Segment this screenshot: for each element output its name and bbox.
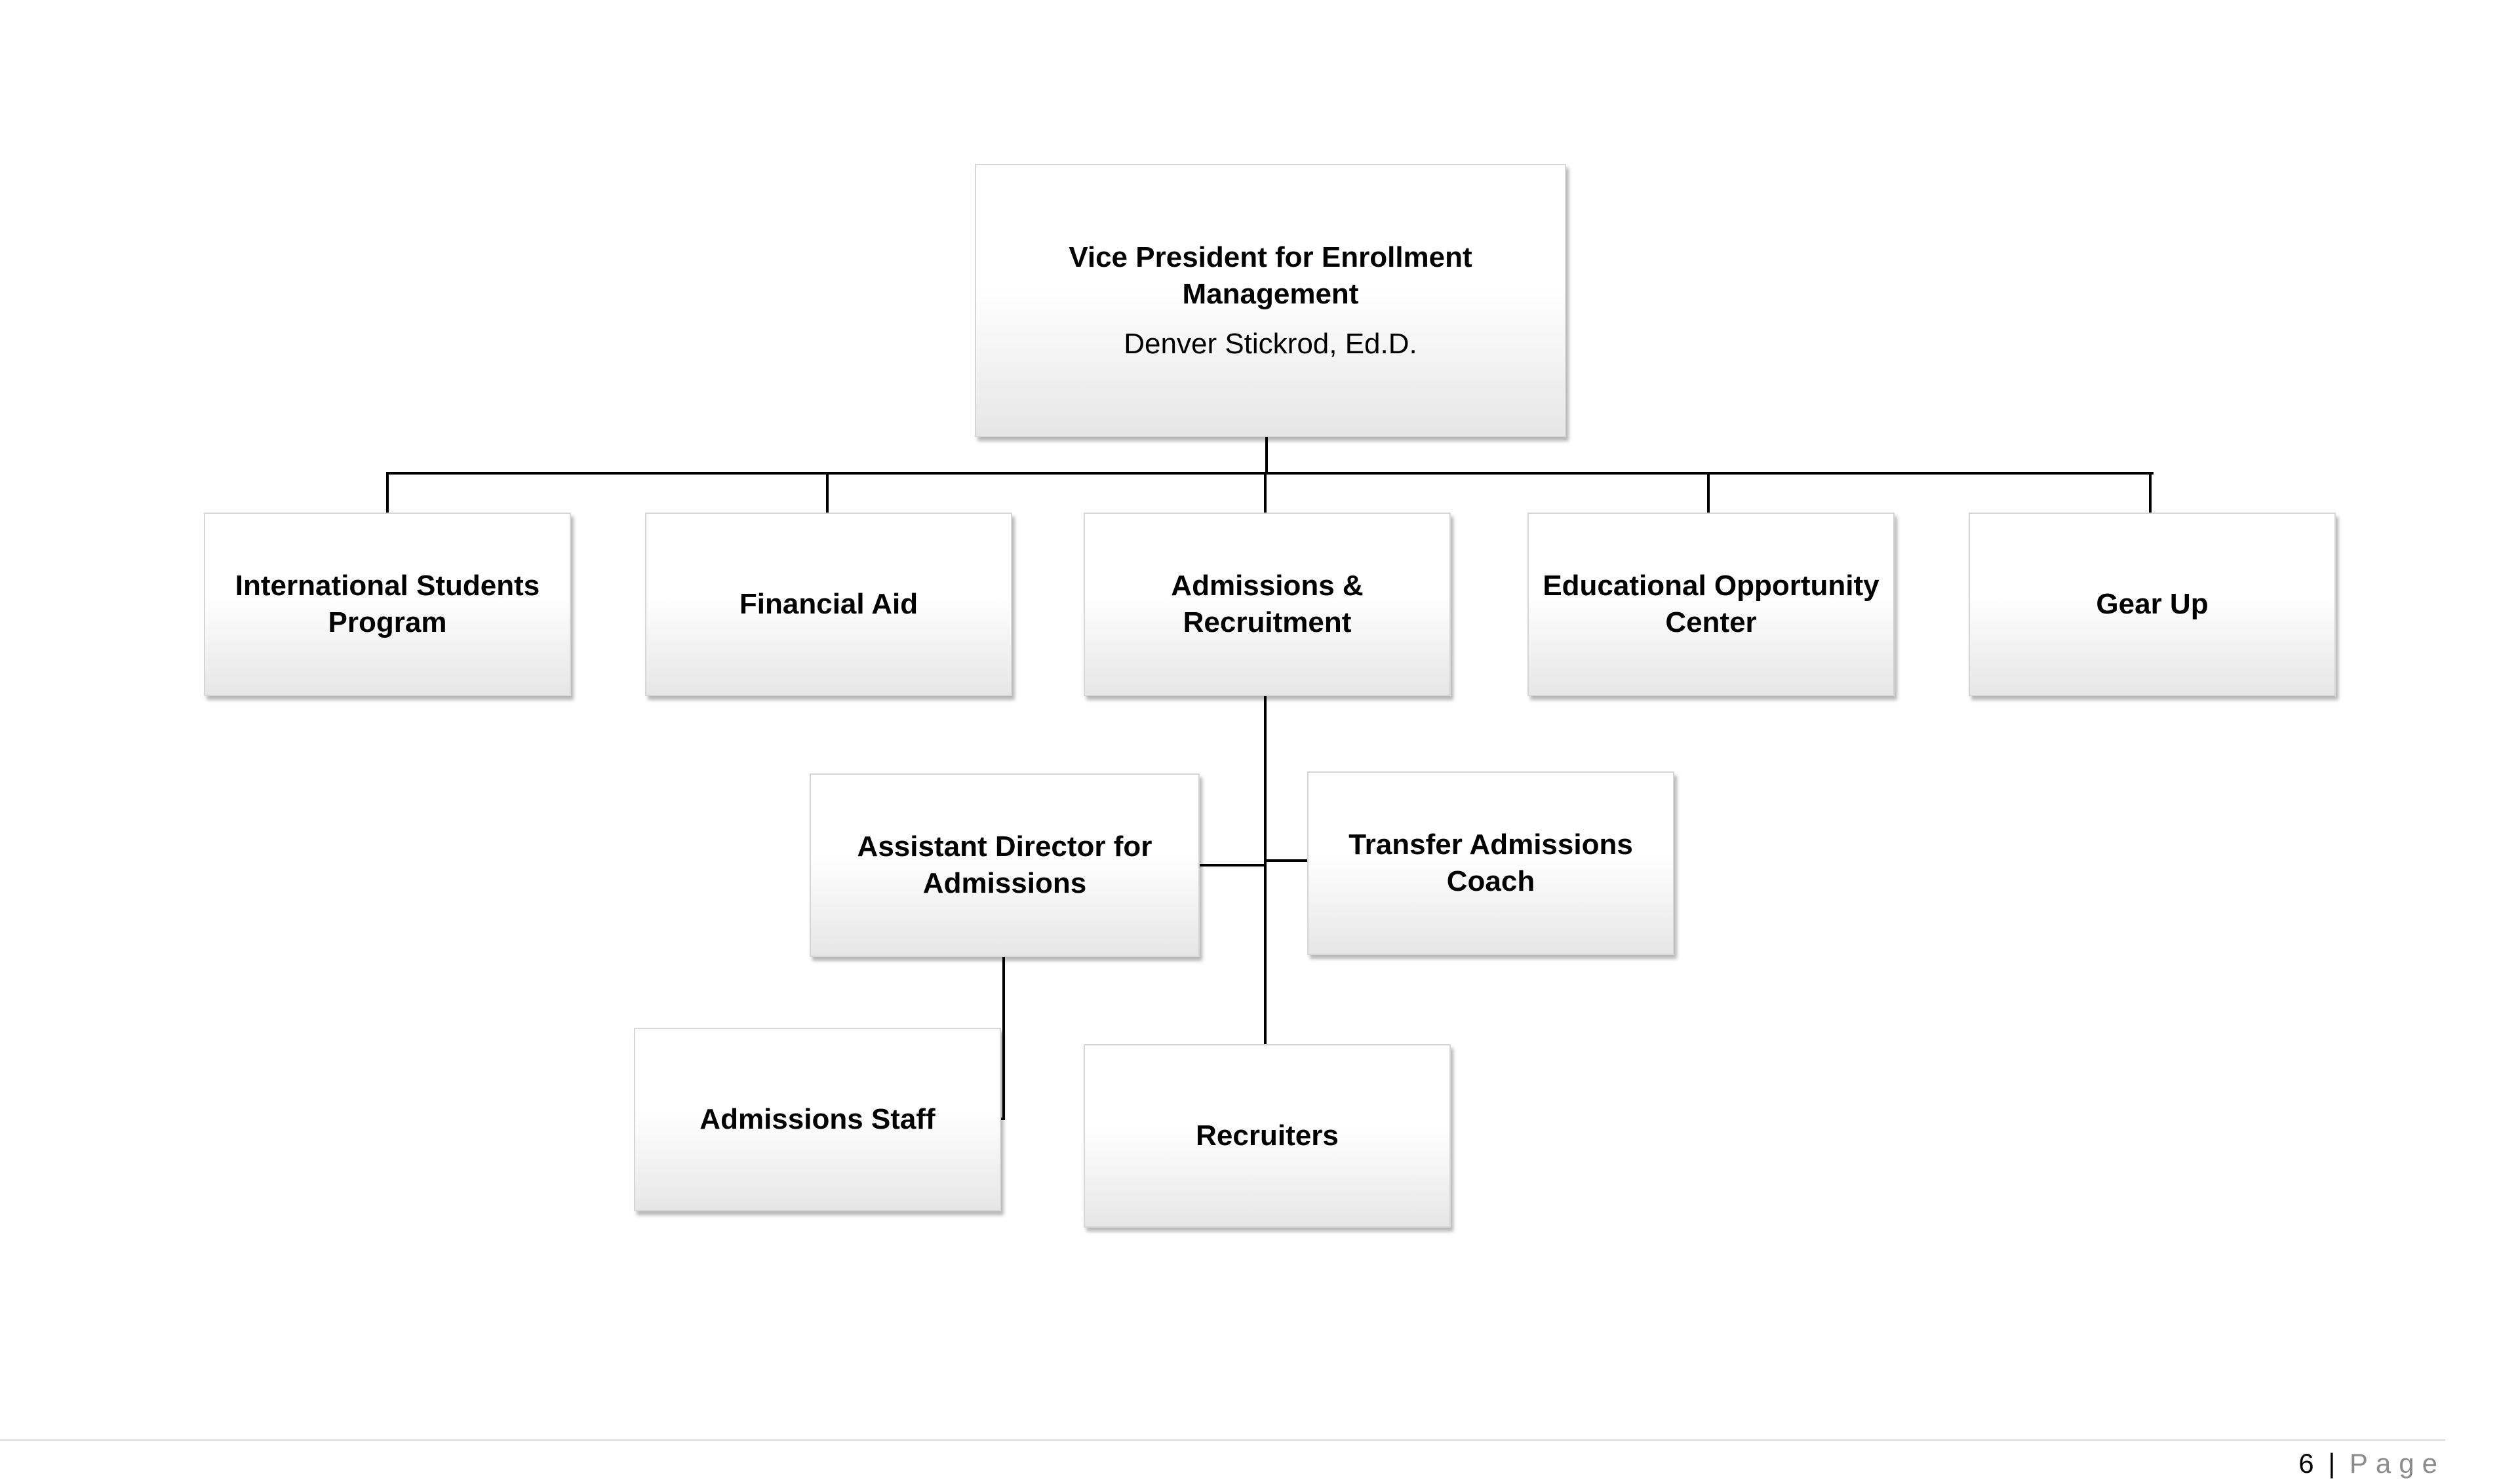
assistant-director-box: Assistant Director for Admissions	[810, 773, 1200, 957]
transfer-admissions-coach-box: Transfer Admissions Coach	[1307, 771, 1674, 955]
recruiters-label: Recruiters	[1196, 1120, 1339, 1152]
footer-separator: |	[2328, 1448, 2336, 1479]
vp-name: Denver Stickrod, Ed.D.	[1124, 327, 1417, 360]
admissions-recruitment-box: Admissions & Recruitment	[1084, 513, 1451, 696]
page-footer: 6 | Page	[2298, 1447, 2445, 1480]
international-students-box: International Students Program	[204, 513, 571, 696]
gear-up-box: Gear Up	[1969, 513, 2336, 696]
vp-enrollment-box: Vice President for Enrollment Management…	[975, 164, 1566, 437]
gear-up-label: Gear Up	[2096, 588, 2209, 620]
assistant-director-label: Assistant Director for Admissions	[857, 830, 1152, 899]
admissions-staff-label: Admissions Staff	[699, 1103, 935, 1135]
page-number: 6	[2298, 1448, 2314, 1479]
international-students-label: International Students Program	[235, 570, 540, 638]
financial-aid-label: Financial Aid	[739, 588, 918, 620]
recruiters-box: Recruiters	[1084, 1044, 1451, 1228]
financial-aid-box: Financial Aid	[645, 513, 1012, 696]
page-label: Page	[2349, 1448, 2445, 1479]
admissions-staff-box: Admissions Staff	[634, 1028, 1001, 1211]
footer-divider	[0, 1439, 2445, 1441]
transfer-admissions-coach-label: Transfer Admissions Coach	[1349, 828, 1633, 897]
educational-opportunity-center-box: Educational Opportunity Center	[1527, 513, 1895, 696]
vp-title: Vice President for Enrollment Management	[1069, 241, 1472, 310]
admissions-recruitment-label: Admissions & Recruitment	[1171, 570, 1364, 638]
educational-opportunity-center-label: Educational Opportunity Center	[1543, 570, 1880, 638]
